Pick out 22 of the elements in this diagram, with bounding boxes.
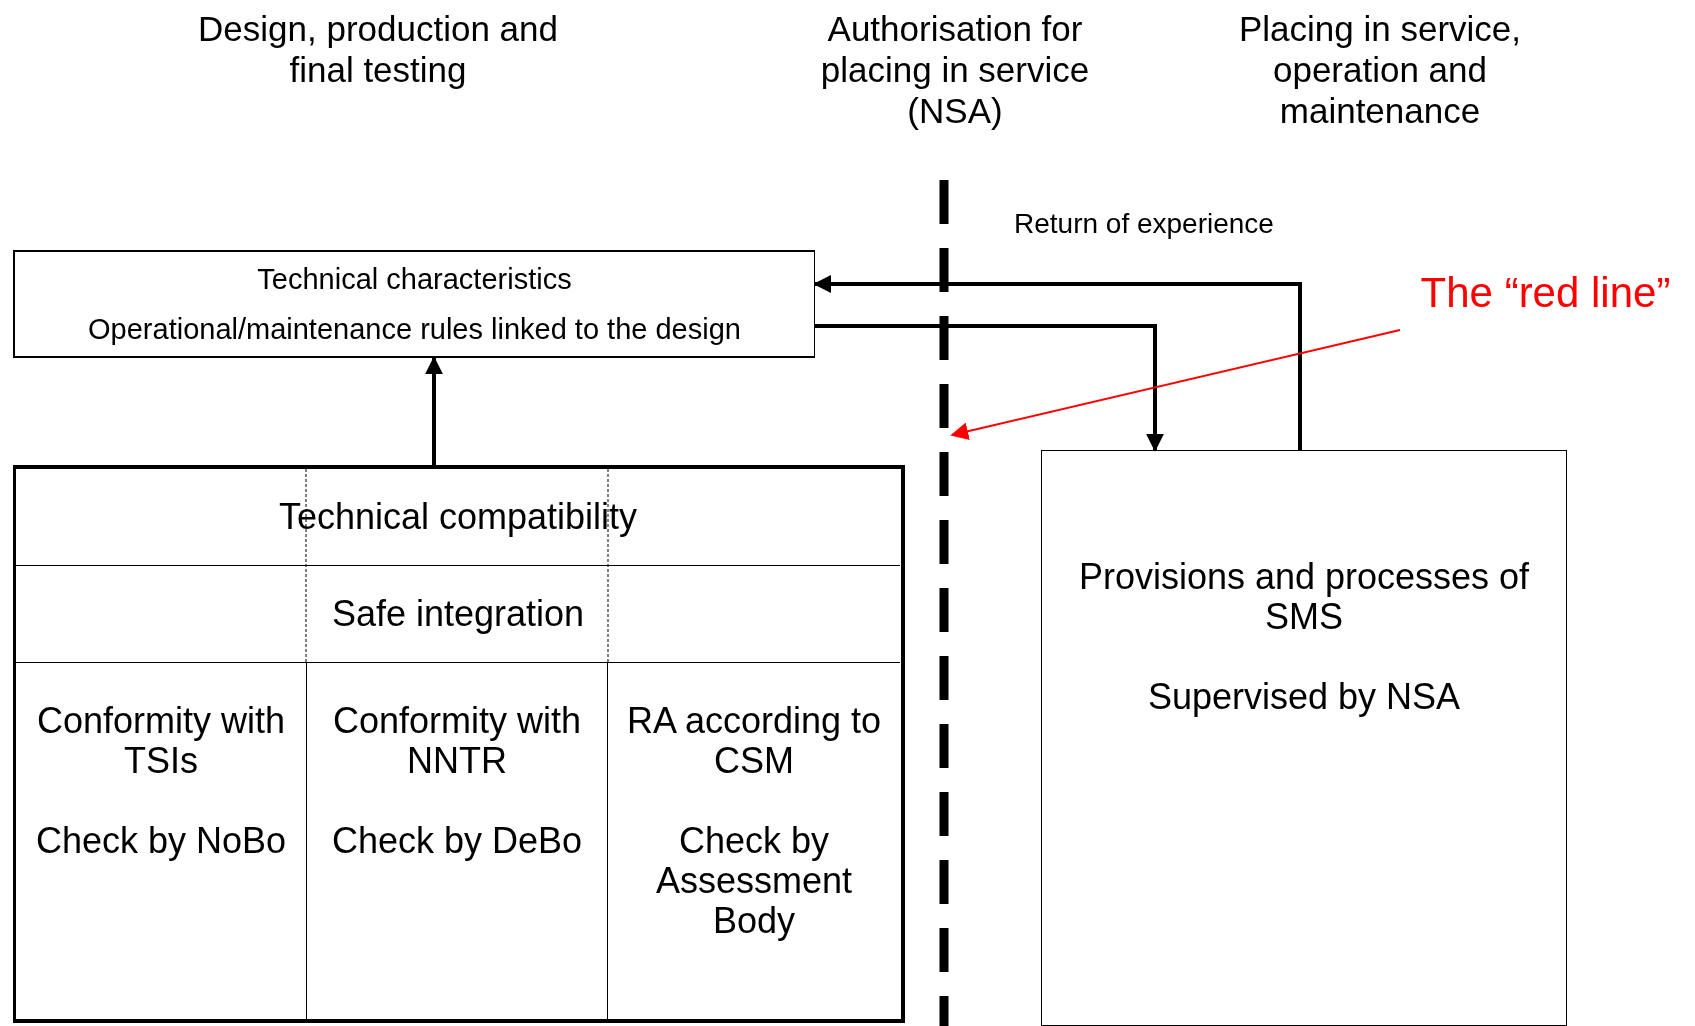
heading-text: Technical compatibility: [278, 496, 638, 538]
body-text: Supervised by NSA: [1147, 677, 1461, 717]
body-text: Check by DeBo: [331, 821, 583, 861]
arrow: [425, 356, 443, 465]
column-heading: Placing in service, operation and maintenance: [1237, 8, 1523, 131]
heading-text: Conformity with NNTR: [331, 701, 583, 781]
body-text: Operational/maintenance rules linked to the design: [88, 312, 741, 346]
arrow: [815, 324, 1164, 452]
column-heading: Design, production and final testing: [197, 8, 559, 90]
body-text: Check by NoBo: [35, 821, 287, 861]
process-box: [13, 250, 815, 358]
body-text: Check by Assessment Body: [654, 821, 854, 941]
callout-label: The “red line”: [1420, 269, 1671, 317]
heading-text: Technical characteristics: [257, 262, 572, 296]
heading-text: Safe integration: [331, 593, 585, 635]
column-heading: Authorisation for placing in service (NSA): [819, 8, 1091, 131]
heading-text: Conformity with TSIs: [35, 701, 287, 781]
heading-text: Provisions and processes of SMS: [1077, 557, 1531, 637]
heading-text: RA according to CSM: [625, 701, 883, 781]
frame-box: [13, 465, 905, 1023]
leader-line: [950, 329, 1401, 441]
process-box: [1041, 450, 1567, 1026]
